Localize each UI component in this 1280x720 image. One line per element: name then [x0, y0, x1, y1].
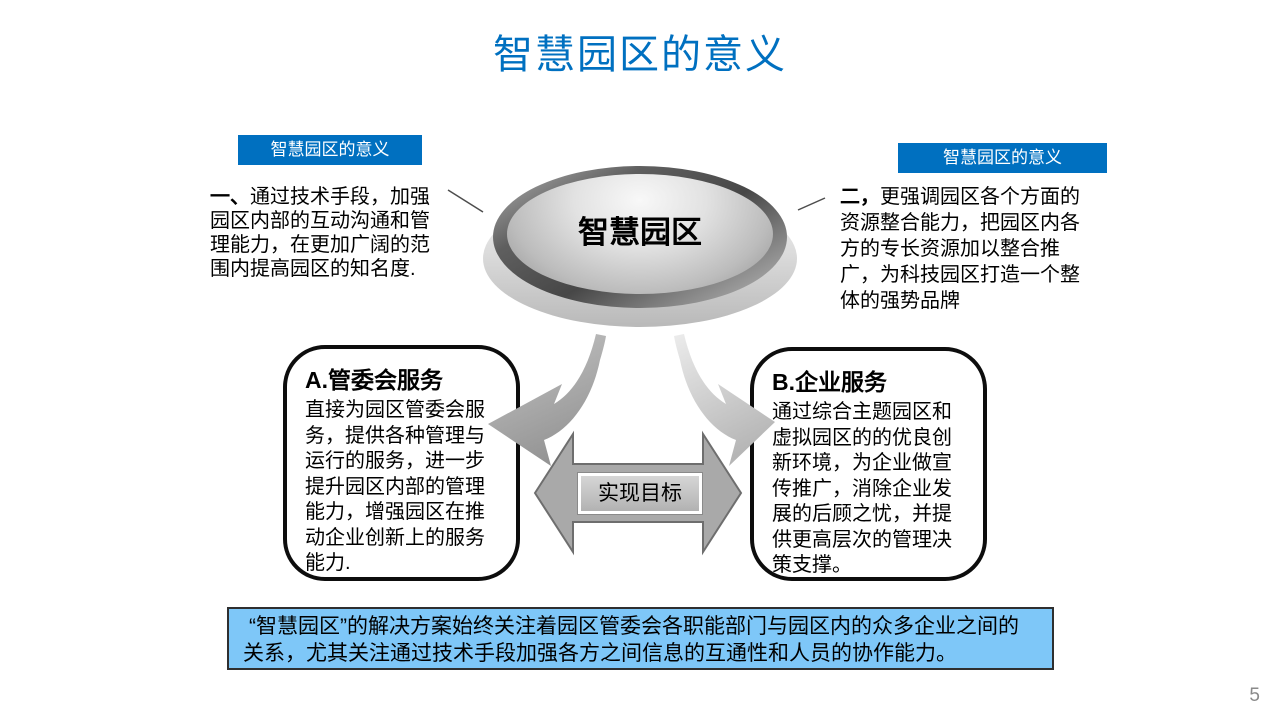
- right-callout-body: 更强调园区各个方面的资源整合能力，把园区内各方的专长资源加以整合推广，为科技园区…: [840, 186, 1080, 312]
- right-callout-paragraph: 二，更强调园区各个方面的资源整合能力，把园区内各方的专长资源加以整合推广，为科技…: [840, 184, 1092, 314]
- service-box-b-body: 通过综合主题园区和虚拟园区的的优良创新环境，为企业做宣传推广，消除企业发展的后顾…: [772, 401, 952, 576]
- service-box-a: A.管委会服务 直接为园区管委会服务，提供各种管理与运行的服务，进一步提升园区内…: [283, 345, 520, 581]
- left-connector-line: [447, 189, 484, 213]
- footer-note: “智慧园区”的解决方案始终关注着园区管委会各职能部门与园区内的众多企业之间的关系…: [227, 607, 1054, 670]
- hub-label: 智慧园区: [578, 215, 702, 250]
- left-callout-lead: 一、: [210, 186, 250, 208]
- service-box-a-title: A.管委会服务: [305, 367, 443, 393]
- hub-button-dome: [507, 174, 773, 294]
- service-box-a-body: 直接为园区管委会服务，提供各种管理与运行的服务，进一步提升园区内部的管理能力，增…: [305, 399, 485, 574]
- left-callout-body: 通过技术手段，加强园区内部的互动沟通和管理能力，在更加广阔的范围内提高园区的知名…: [210, 186, 430, 280]
- page-title: 智慧园区的意义: [493, 33, 787, 77]
- right-connector-line: [797, 197, 826, 211]
- service-box-b-title: B.企业服务: [772, 369, 887, 395]
- left-callout-tag: 智慧园区的意义: [238, 135, 422, 165]
- page-number: 5: [1249, 685, 1260, 706]
- left-callout-paragraph: 一、通过技术手段，加强园区内部的互动沟通和管理能力，在更加广阔的范围内提高园区的…: [210, 185, 438, 281]
- service-box-b: B.企业服务 通过综合主题园区和虚拟园区的的优良创新环境，为企业做宣传推广，消除…: [750, 347, 987, 581]
- goal-label: 实现目标: [577, 472, 703, 515]
- right-callout-tag: 智慧园区的意义: [898, 143, 1107, 173]
- right-callout-lead: 二，: [840, 186, 880, 208]
